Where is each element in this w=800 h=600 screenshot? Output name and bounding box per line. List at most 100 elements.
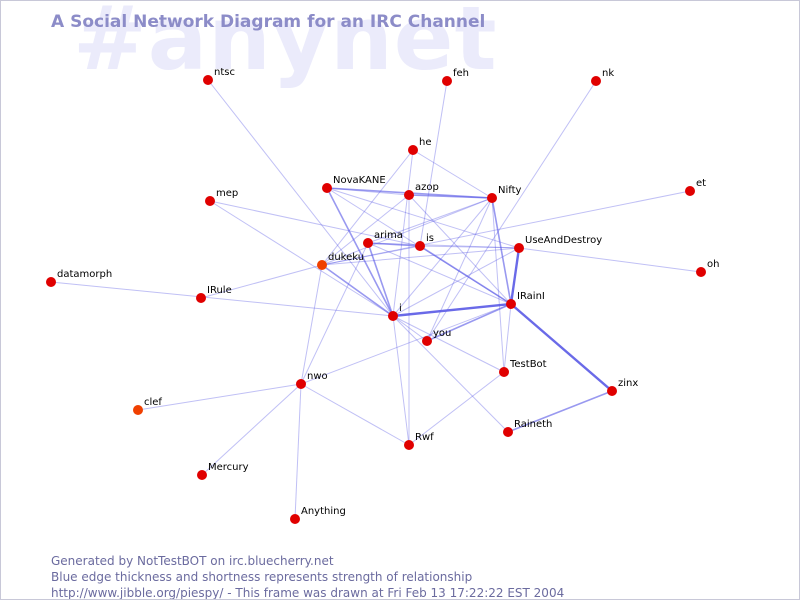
node-dot [290, 514, 300, 524]
edge-nwo-Mercury [201, 383, 302, 476]
node-he: he [408, 137, 432, 155]
edge-NovaKANE-UseAndDestroy [326, 187, 520, 249]
node-ntsc: ntsc [203, 67, 235, 85]
node-dot [203, 75, 213, 85]
footer-url-timestamp: http://www.jibble.org/piespy/ - This fra… [51, 586, 565, 600]
node-dukeku: dukeku [317, 252, 364, 270]
edge-IRainl-zinx [510, 303, 613, 392]
edge-arima-IRainl [367, 242, 512, 305]
node-dot [46, 277, 56, 287]
node-label: he [419, 137, 432, 148]
edge-dukeku-i [321, 264, 394, 317]
node-IRule: IRule [196, 285, 232, 303]
node-UseAndDestroy: UseAndDestroy [514, 235, 602, 253]
edge-i-TestBot [392, 315, 505, 373]
node-dot [607, 386, 617, 396]
node-Anything: Anything [290, 506, 346, 524]
edge-arima-nwo [300, 242, 369, 385]
edge-i-Rwf [392, 315, 410, 446]
node-azop: azop [404, 182, 439, 200]
edge-IRainl-TestBot [503, 303, 512, 373]
node-label: Anything [301, 506, 346, 517]
node-dot [196, 293, 206, 303]
node-dot [415, 241, 425, 251]
edge-UseAndDestroy-i [392, 247, 520, 317]
node-label: IRule [207, 285, 232, 296]
node-dot [442, 76, 452, 86]
node-label: IRainI [517, 291, 545, 302]
node-dot [205, 196, 215, 206]
edge-IRainl-nwo [300, 303, 512, 385]
node-dot [696, 267, 706, 277]
node-label: you [433, 328, 451, 339]
edge-Nifty-you [426, 197, 493, 342]
node-mep: mep [205, 188, 238, 206]
edge-ntsc-i [207, 79, 394, 317]
edge-is-UseAndDestroy [419, 245, 520, 249]
node-is: is [415, 233, 434, 251]
edge-is-dukeku [321, 245, 421, 266]
node-label: NovaKANE [333, 175, 386, 186]
edge-nwo-Anything [294, 383, 302, 520]
node-Rwf: Rwf [404, 432, 434, 450]
edge-NovaKANE-i [326, 187, 394, 317]
edge-Nifty-arima [367, 197, 493, 244]
node-label: zinx [618, 378, 638, 389]
node-datamorph: datamorph [46, 269, 112, 287]
node-dot [499, 367, 509, 377]
edge-Nifty-i [392, 197, 493, 317]
footer-generated-by: Generated by NotTestBOT on irc.bluecherr… [51, 554, 334, 568]
node-feh: feh [442, 68, 469, 86]
node-et: et [685, 178, 706, 196]
node-label: UseAndDestroy [525, 235, 602, 246]
channel-watermark: #anynet [73, 0, 498, 90]
node-dot [506, 299, 516, 309]
node-oh: oh [696, 259, 719, 277]
edge-UseAndDestroy-IRainl [509, 247, 521, 305]
node-dot [404, 440, 414, 450]
diagram-title: A Social Network Diagram for an IRC Chan… [51, 12, 486, 32]
node-clef: clef [133, 397, 162, 415]
edge-azop-dukeku [321, 194, 410, 266]
edge-layer [50, 79, 702, 520]
node-dot [503, 427, 513, 437]
edge-Nifty-TestBot [491, 197, 505, 373]
edge-dukeku-nwo [300, 264, 323, 385]
node-dot [487, 193, 497, 203]
node-label: is [426, 233, 434, 244]
node-nk: nk [591, 68, 614, 86]
edge-i-Raineth [392, 315, 509, 433]
edge-IRainl-you [426, 303, 512, 342]
node-dot [296, 379, 306, 389]
edge-Nifty-IRainl [491, 197, 512, 305]
node-zinx: zinx [607, 378, 638, 396]
node-you: you [422, 328, 451, 346]
edge-nwo-Rwf [300, 383, 410, 446]
edge-Nifty-dukeku [321, 197, 493, 266]
node-dot [317, 260, 327, 270]
node-label: i [399, 303, 402, 314]
edge-TestBot-Rwf [408, 371, 505, 446]
edge-mep-is [209, 200, 421, 247]
node-label: ntsc [214, 67, 235, 78]
node-i: i [388, 303, 402, 321]
node-label: Rwf [415, 432, 434, 443]
footer-legend-note: Blue edge thickness and shortness repres… [51, 570, 473, 584]
node-label: nwo [307, 371, 328, 382]
node-dot [685, 186, 695, 196]
node-TestBot: TestBot [499, 359, 547, 377]
node-label: nk [602, 68, 614, 79]
node-label: mep [216, 188, 238, 199]
node-dot [422, 336, 432, 346]
edge-arima-is [367, 242, 421, 247]
edge-IRainl-i [392, 302, 512, 318]
node-arima: arima [363, 230, 403, 248]
node-NovaKANE: NovaKANE [322, 175, 386, 193]
edge-zinx-Raineth [507, 390, 613, 433]
node-label: datamorph [57, 269, 112, 280]
edge-feh-is [419, 80, 448, 247]
node-IRainl: IRainI [506, 291, 545, 309]
node-label: Nifty [498, 185, 522, 196]
